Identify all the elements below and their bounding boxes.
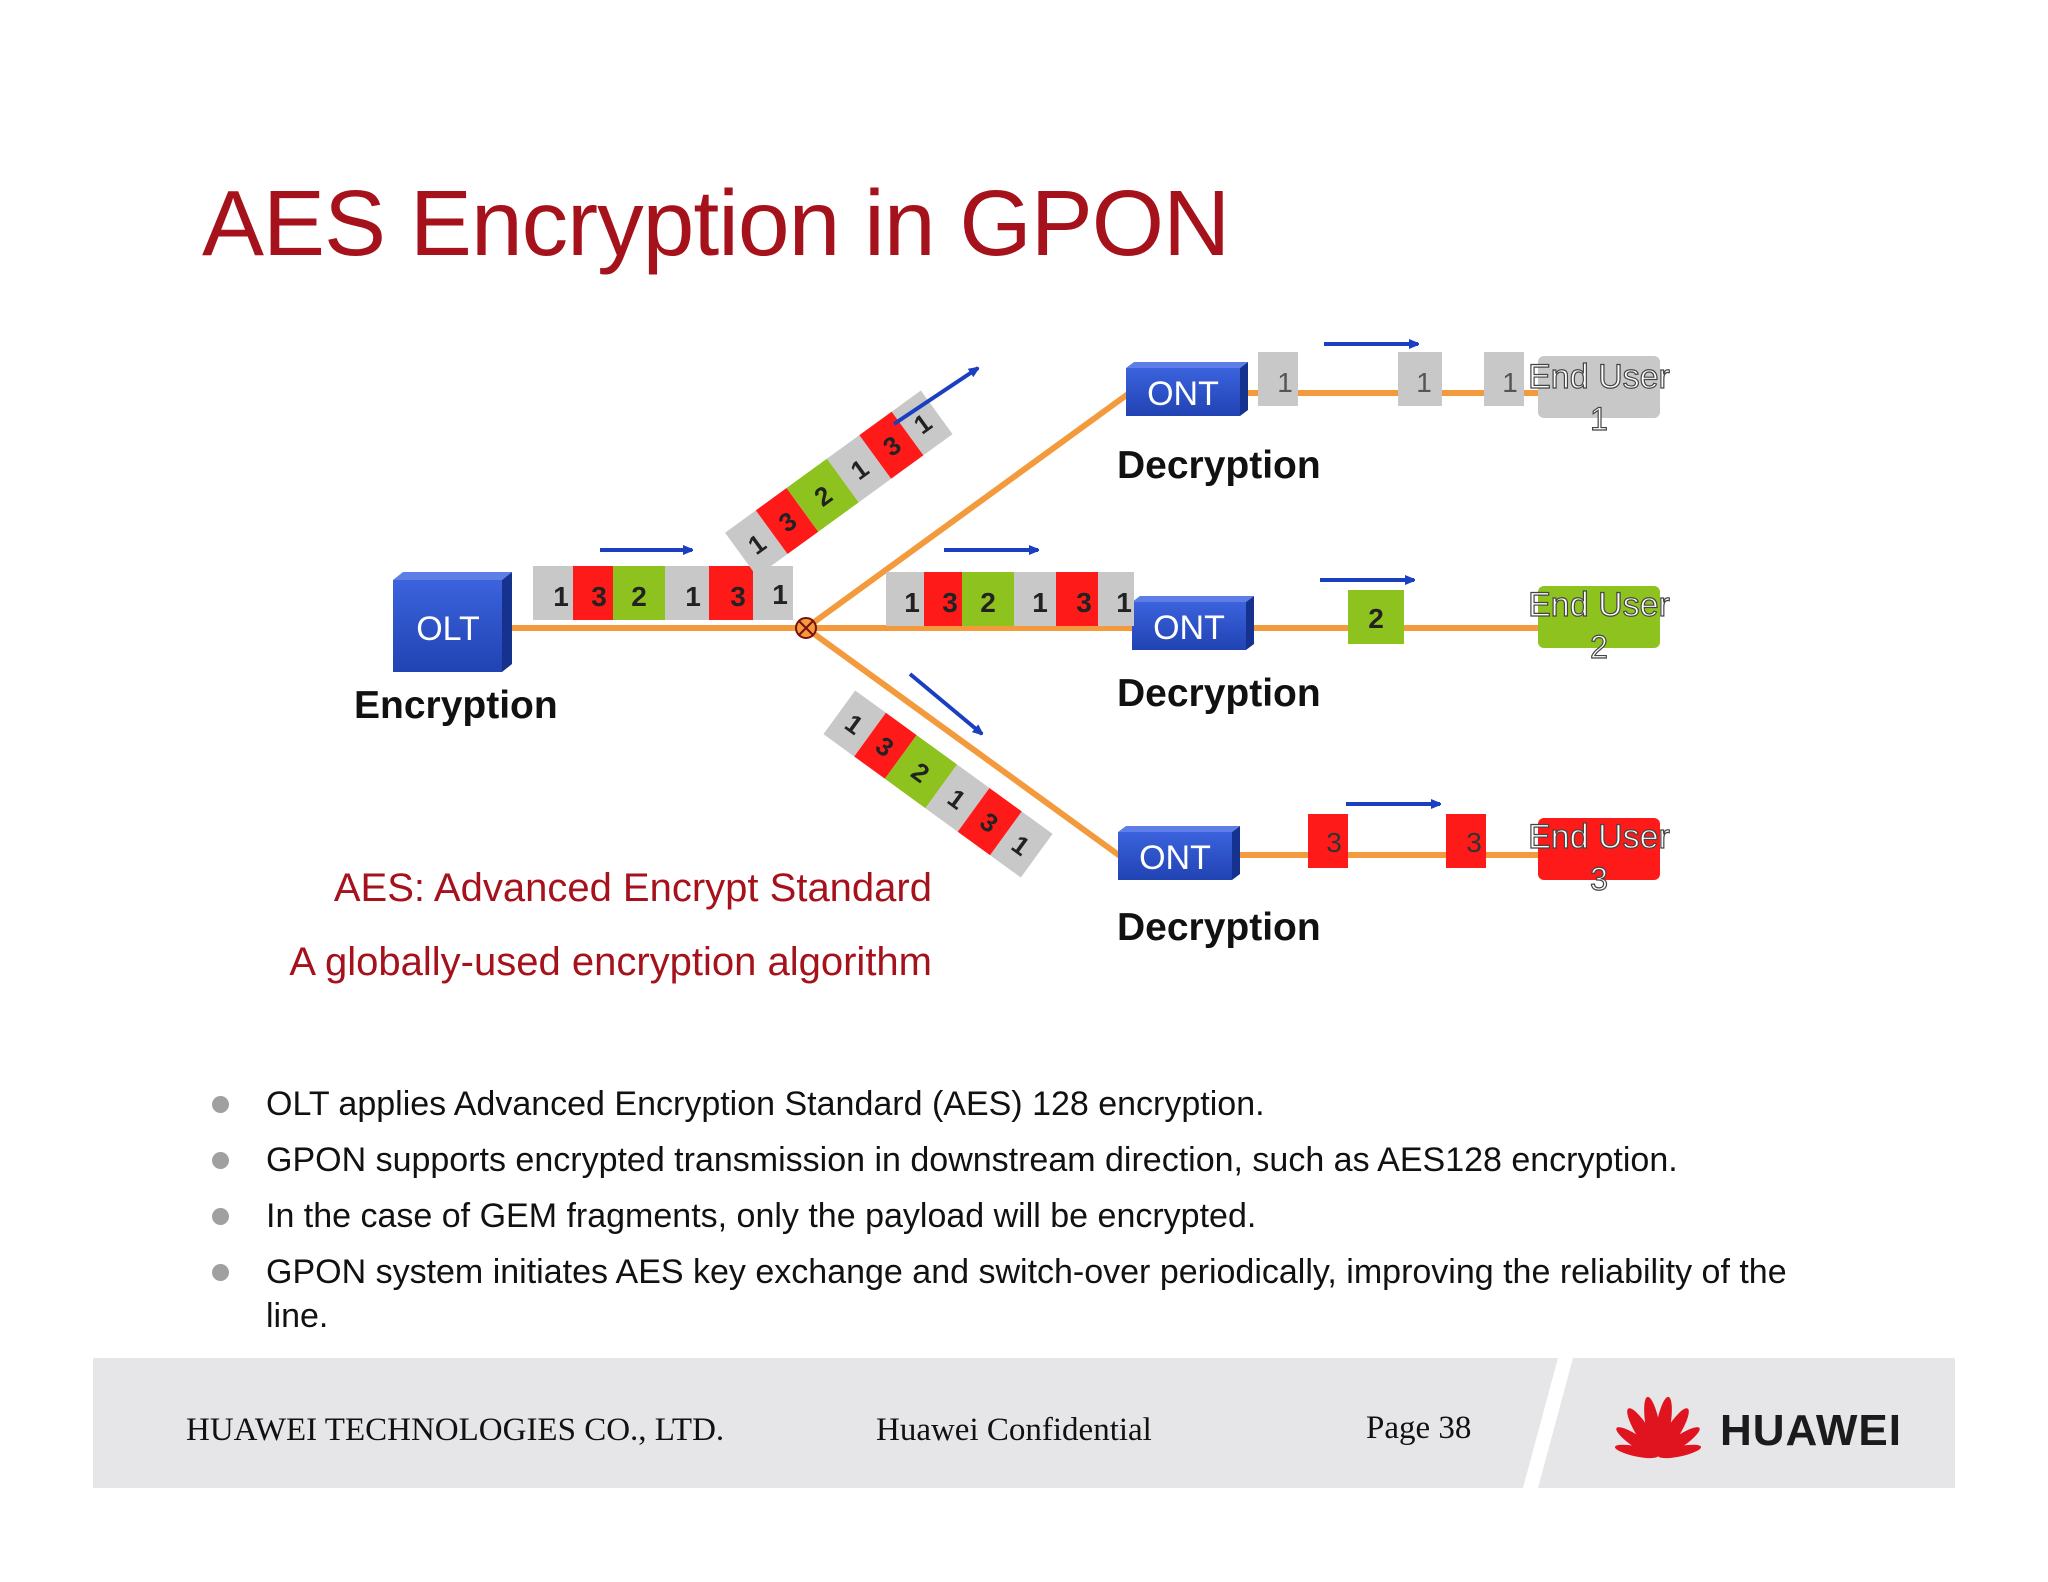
list-item: OLT applies Advanced Encryption Standard… xyxy=(210,1082,1830,1126)
branch-frame-3: 1 3 2 1 3 1 xyxy=(823,690,1053,878)
aes-definition: AES: Advanced Encrypt Standard xyxy=(333,866,932,910)
list-item: GPON system initiates AES key exchange a… xyxy=(210,1250,1830,1338)
svg-text:End User: End User xyxy=(1528,586,1670,624)
svg-text:1: 1 xyxy=(1032,587,1048,618)
svg-text:2: 2 xyxy=(980,587,996,618)
list-item: In the case of GEM fragments, only the p… xyxy=(210,1194,1830,1238)
ont-caption-1: Decryption xyxy=(1117,444,1321,487)
footer-company: HUAWEI TECHNOLOGIES CO., LTD. xyxy=(186,1412,725,1448)
svg-text:3: 3 xyxy=(591,581,607,612)
huawei-wordmark: HUAWEI xyxy=(1720,1406,1902,1455)
ont-device-2: ONT xyxy=(1132,596,1254,650)
ont-device-1: ONT xyxy=(1126,362,1248,416)
svg-text:End User: End User xyxy=(1528,818,1670,856)
filtered-frames-1: 1 1 1 xyxy=(1258,352,1524,406)
svg-text:2: 2 xyxy=(1368,603,1384,634)
svg-text:1: 1 xyxy=(1502,367,1518,398)
slide-title: AES Encryption in GPON xyxy=(202,171,1230,275)
svg-text:2: 2 xyxy=(1590,629,1608,665)
aes-description: A globally-used encryption algorithm xyxy=(289,940,932,984)
olt-label: OLT xyxy=(416,610,480,648)
svg-text:1: 1 xyxy=(685,581,701,612)
splitter-icon xyxy=(795,617,817,639)
bullet-dot-icon xyxy=(212,1208,229,1225)
svg-text:3: 3 xyxy=(1590,861,1608,897)
svg-text:3: 3 xyxy=(942,587,958,618)
end-user-3: End User 3 xyxy=(1528,817,1671,897)
bullet-dot-icon xyxy=(212,1264,229,1281)
svg-text:2: 2 xyxy=(631,581,647,612)
filtered-frames-3: 3 3 xyxy=(1308,814,1486,868)
branch-frame-1: 1 3 2 1 3 1 xyxy=(725,390,953,577)
svg-text:3: 3 xyxy=(1326,827,1342,858)
svg-text:1: 1 xyxy=(1116,587,1132,618)
bullet-list: OLT applies Advanced Encryption Standard… xyxy=(210,1082,1830,1350)
ont-label-1: ONT xyxy=(1147,375,1219,413)
svg-text:3: 3 xyxy=(730,581,746,612)
svg-text:1: 1 xyxy=(1590,401,1608,437)
ont-caption-3: Decryption xyxy=(1117,906,1321,949)
svg-text:3: 3 xyxy=(1076,587,1092,618)
huawei-petal-logo-icon xyxy=(1614,1396,1702,1459)
ont-label-2: ONT xyxy=(1153,609,1225,647)
svg-text:1: 1 xyxy=(1416,367,1432,398)
footer-page-number: Page 38 xyxy=(1366,1410,1472,1446)
ont-device-3: ONT xyxy=(1118,826,1240,880)
ont-caption-2: Decryption xyxy=(1117,672,1321,715)
branch-frame-2: 1 3 2 1 3 1 xyxy=(886,572,1134,626)
ont-label-3: ONT xyxy=(1139,839,1211,877)
svg-text:1: 1 xyxy=(772,579,788,610)
svg-text:1: 1 xyxy=(904,587,920,618)
olt-caption: Encryption xyxy=(354,684,558,727)
bullet-dot-icon xyxy=(212,1152,229,1169)
svg-text:3: 3 xyxy=(1466,827,1482,858)
end-user-2: End User 2 xyxy=(1528,585,1671,665)
feeder-frame: 1 3 2 1 3 1 xyxy=(533,566,793,620)
svg-text:1: 1 xyxy=(1277,367,1293,398)
svg-text:1: 1 xyxy=(553,581,569,612)
filtered-frames-2: 2 xyxy=(1348,590,1404,644)
svg-text:End User: End User xyxy=(1528,358,1670,396)
footer-confidential: Huawei Confidential xyxy=(876,1412,1152,1448)
olt-device: OLT xyxy=(393,572,512,672)
bullet-dot-icon xyxy=(212,1096,229,1113)
list-item: GPON supports encrypted transmission in … xyxy=(210,1138,1830,1182)
arrow-right-icon xyxy=(600,344,1440,804)
end-user-1: End User 1 xyxy=(1528,356,1670,438)
